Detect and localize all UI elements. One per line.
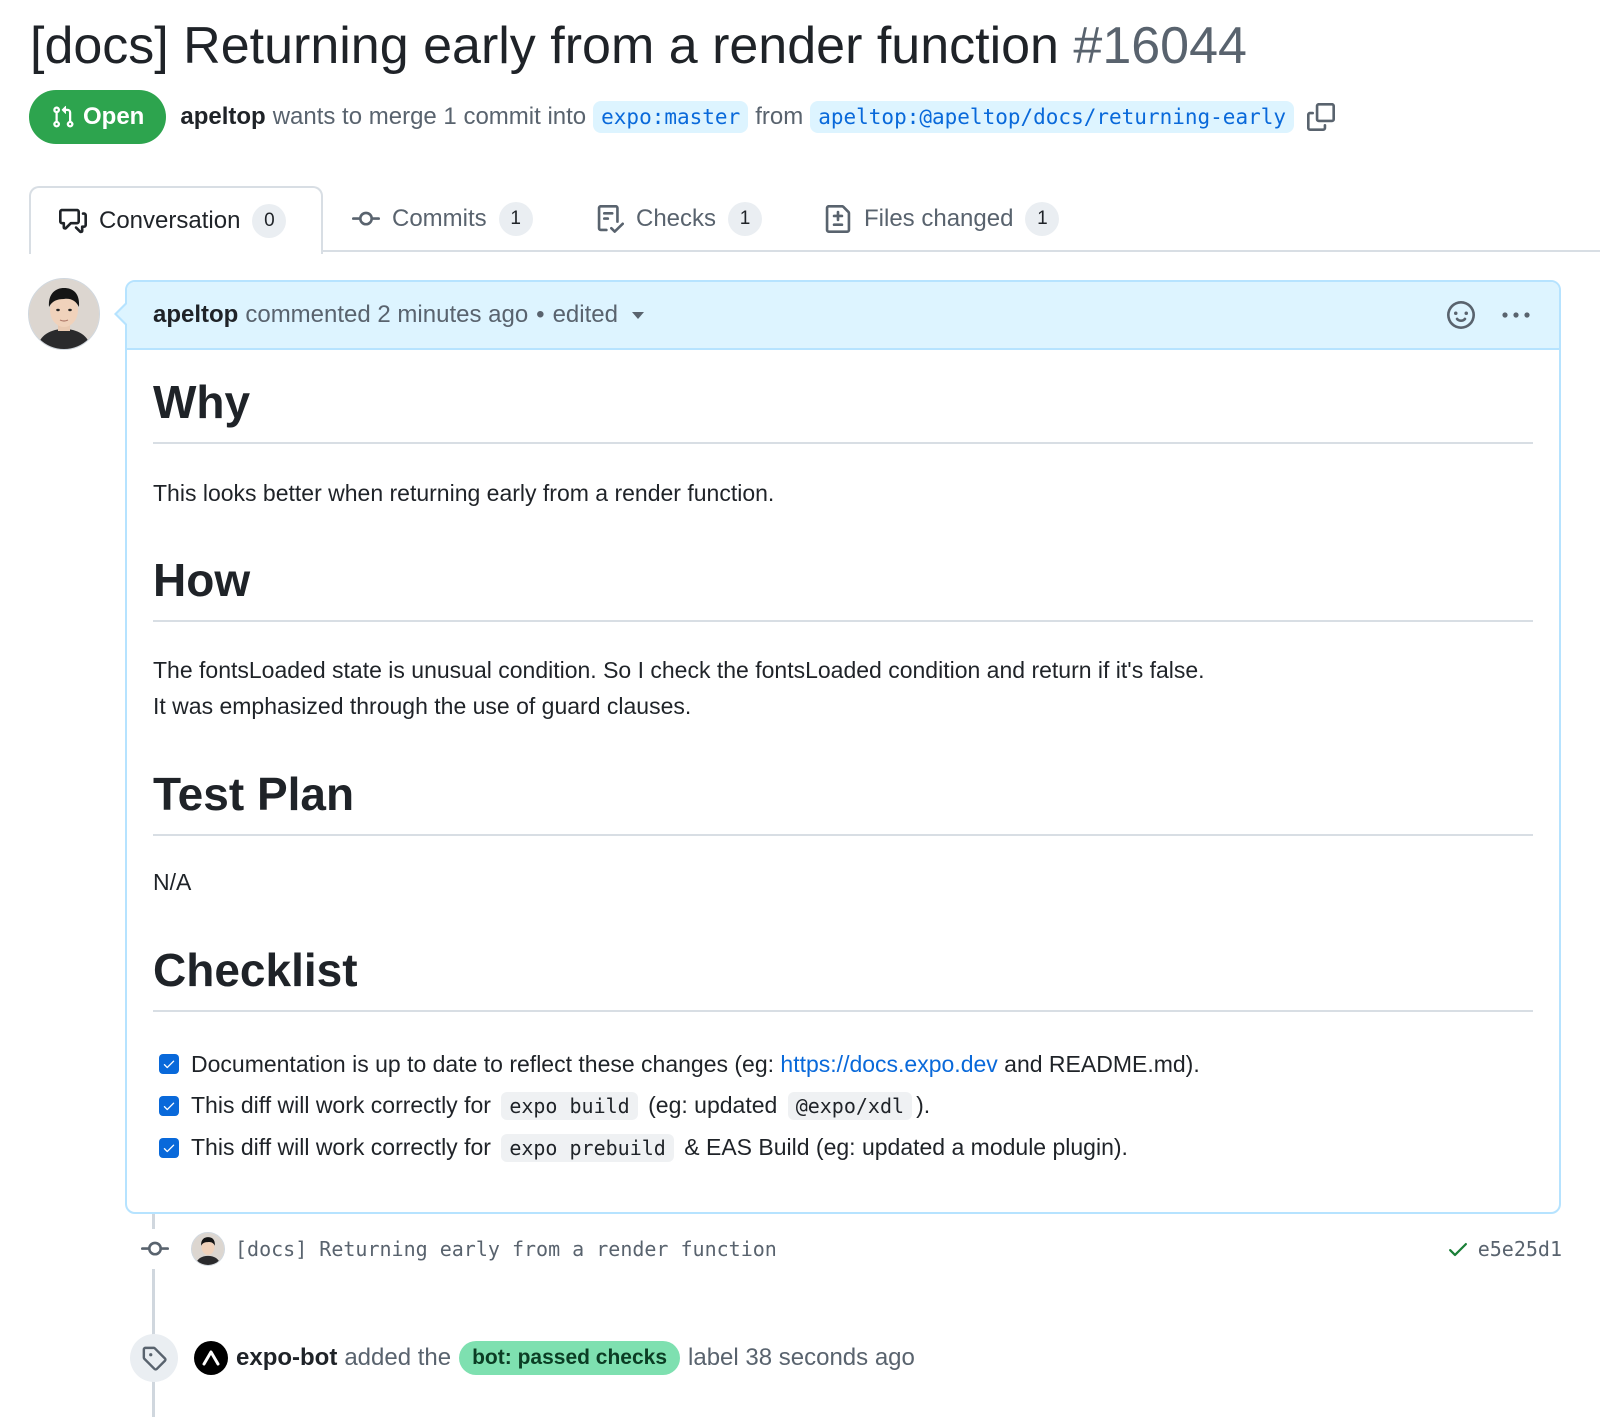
task-text-post: ). <box>916 1092 931 1118</box>
author-avatar-image <box>29 279 99 349</box>
commit-author-avatar-image <box>192 1233 224 1265</box>
task-item: This diff will work correctly for expo b… <box>159 1088 930 1124</box>
tab-checks-label: Checks <box>636 205 717 232</box>
timeline-label-event: expo-bot added the bot: passed checks la… <box>130 1332 915 1384</box>
tab-commits-label: Commits <box>392 205 487 232</box>
task-text-pre: Documentation is up to date to reflect t… <box>191 1050 781 1077</box>
git-commit-icon <box>352 211 380 226</box>
tabs-divider <box>323 250 1600 252</box>
state-badge: Open <box>29 90 167 144</box>
tab-commits-count: 1 <box>498 202 533 236</box>
heading-checklist: Checklist <box>153 942 1533 1012</box>
comment-author-link[interactable]: apeltop <box>153 301 239 328</box>
why-paragraph: This looks better when returning early f… <box>153 480 775 506</box>
task-checkbox[interactable] <box>159 1138 179 1158</box>
task-text-mid: (eg: updated <box>641 1092 784 1118</box>
copy-icon <box>1307 103 1336 131</box>
author-avatar[interactable] <box>28 278 100 350</box>
label-actor-link[interactable]: expo-bot <box>236 1344 338 1371</box>
inline-code: expo build <box>501 1092 638 1120</box>
edited-label: edited <box>552 301 618 328</box>
inline-code: expo prebuild <box>501 1134 674 1162</box>
heading-test-plan: Test Plan <box>153 766 1533 836</box>
commit-message-link[interactable]: [docs] Returning early from a render fun… <box>235 1237 777 1261</box>
task-text-post: & EAS Build (eg: updated a module plugin… <box>677 1134 1128 1160</box>
kebab-horizontal-icon[interactable] <box>1501 310 1531 320</box>
checklist-icon <box>597 205 624 233</box>
task-text: Documentation is up to date to reflect t… <box>191 1051 1200 1078</box>
task-text-pre: This diff will work correctly for <box>191 1134 498 1160</box>
task-text-post: and README.md). <box>997 1050 1200 1077</box>
commit-sha-link[interactable]: e5e25d1 <box>1477 1237 1562 1261</box>
smiley-icon[interactable] <box>1447 301 1475 329</box>
task-checkbox[interactable] <box>159 1054 179 1074</box>
label-event-post: label 38 seconds ago <box>688 1344 915 1371</box>
label-badge[interactable]: bot: passed checks <box>459 1341 681 1375</box>
pr-author-link[interactable]: apeltop <box>180 103 266 130</box>
edited-dropdown[interactable]: edited <box>553 301 644 329</box>
label-event-pre: added the <box>344 1344 452 1371</box>
pr-title: [docs] Returning early from a render fun… <box>30 14 1247 78</box>
pr-tabs: Conversation 0 Commits 1 Checks 1 Files … <box>0 186 1600 254</box>
tab-files-changed-count: 1 <box>1025 202 1060 236</box>
git-commit-icon <box>135 1229 175 1269</box>
commit-author-avatar[interactable] <box>191 1232 225 1266</box>
test-plan-paragraph: N/A <box>153 869 192 895</box>
task-checkbox[interactable] <box>159 1096 179 1116</box>
inline-code: @expo/xdl <box>787 1092 913 1120</box>
tab-commits[interactable]: Commits 1 <box>352 186 533 252</box>
commit-status: e5e25d1 <box>1446 1237 1562 1261</box>
check-icon <box>163 1102 175 1111</box>
comment-discussion-icon <box>59 208 87 234</box>
check-icon <box>163 1144 175 1153</box>
docs-link[interactable]: https://docs.expo.dev <box>780 1050 998 1077</box>
base-branch[interactable]: expo:master <box>593 101 749 133</box>
pr-description-comment: apeltop commented 2 minutes ago • edited… <box>114 280 1561 1214</box>
file-diff-icon <box>825 205 851 233</box>
tab-files-changed[interactable]: Files changed 1 <box>824 186 1060 252</box>
how-paragraph-line1: The fontsLoaded state is unusual conditi… <box>153 657 1205 683</box>
how-paragraph-line2: It was emphasized through the use of gua… <box>153 693 692 719</box>
comment-header: apeltop commented 2 minutes ago • edited <box>127 282 1559 350</box>
tag-icon <box>130 1334 178 1382</box>
from-text: from <box>755 103 804 130</box>
tab-conversation-count: 0 <box>252 204 287 238</box>
git-pull-request-icon <box>53 105 74 128</box>
tab-conversation-label: Conversation <box>99 207 241 234</box>
pr-number: #16044 <box>1073 17 1247 75</box>
task-item: This diff will work correctly for expo p… <box>159 1130 1128 1166</box>
pr-meta: Open apeltop wants to merge 1 commit int… <box>29 90 1336 144</box>
expo-bot-avatar[interactable] <box>194 1341 228 1375</box>
task-item: Documentation is up to date to reflect t… <box>159 1046 1200 1082</box>
copy-branch-button[interactable] <box>1307 103 1336 131</box>
tab-checks-count: 1 <box>728 202 763 236</box>
check-icon <box>163 1060 175 1069</box>
heading-why: Why <box>153 374 1533 444</box>
tab-files-changed-label: Files changed <box>864 205 1014 232</box>
head-branch[interactable]: apeltop:@apeltop/docs/returning-early <box>810 101 1295 133</box>
pr-title-text: [docs] Returning early from a render fun… <box>30 17 1059 75</box>
tab-checks[interactable]: Checks 1 <box>596 186 763 252</box>
merge-text: wants to merge 1 commit into <box>272 103 587 130</box>
comment-separator: • <box>536 301 545 328</box>
timeline-commit: [docs] Returning early from a render fun… <box>135 1226 1562 1272</box>
timeline-line <box>152 1214 155 1417</box>
comment-timestamp[interactable]: commented 2 minutes ago <box>245 301 529 328</box>
tab-conversation[interactable]: Conversation 0 <box>29 186 323 254</box>
heading-how: How <box>153 552 1533 622</box>
chevron-down-icon <box>631 312 644 320</box>
expo-logo-icon <box>202 1350 220 1366</box>
task-text: This diff will work correctly for expo b… <box>191 1092 930 1120</box>
state-label: Open <box>83 103 145 130</box>
comment-actions <box>1447 282 1531 348</box>
task-text: This diff will work correctly for expo p… <box>191 1134 1128 1162</box>
task-text-pre: This diff will work correctly for <box>191 1092 498 1118</box>
check-icon[interactable] <box>1446 1237 1470 1261</box>
